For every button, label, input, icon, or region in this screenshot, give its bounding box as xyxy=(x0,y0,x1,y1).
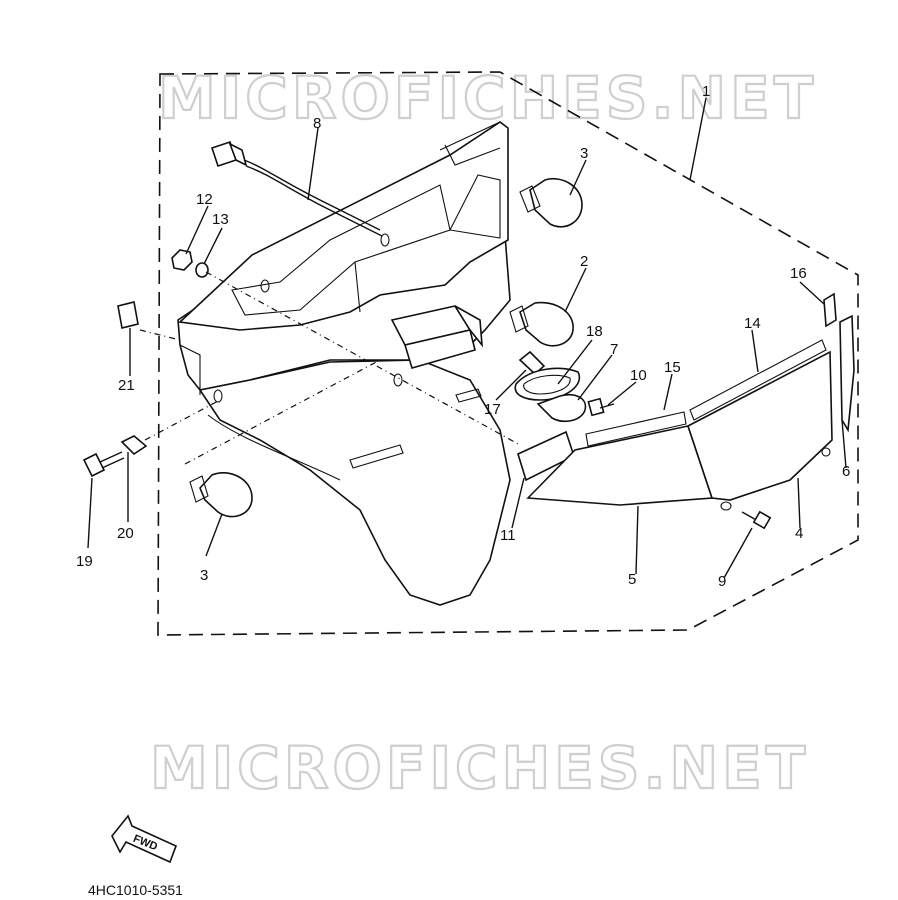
callout-16: 16 xyxy=(790,265,807,282)
nut xyxy=(171,249,193,271)
callout-5: 5 xyxy=(628,571,636,588)
callout-8: 8 xyxy=(313,115,321,132)
callout-21: 21 xyxy=(118,377,135,394)
control-unit xyxy=(390,305,484,369)
callout-10: 10 xyxy=(630,367,647,384)
callout-6: 6 xyxy=(842,463,850,480)
wire-harness-connector xyxy=(210,140,383,237)
diagram-code: 4HC1010-5351 xyxy=(88,882,183,898)
callout-9: 9 xyxy=(718,573,726,590)
upper-lens-frame xyxy=(178,121,509,331)
bulb-socket xyxy=(536,394,587,422)
callout-18: 18 xyxy=(586,323,603,340)
watermark-bottom: MICROFICHES.NET xyxy=(150,734,809,802)
screw-10 xyxy=(587,397,615,417)
washer xyxy=(195,262,209,278)
watermark-top: MICROFICHES.NET xyxy=(158,64,817,132)
leader-lines xyxy=(87,97,847,579)
callout-14: 14 xyxy=(744,315,761,332)
callout-7: 7 xyxy=(610,341,618,358)
screw-9 xyxy=(741,510,772,530)
assembly-boundary xyxy=(157,71,859,636)
callout-11: 11 xyxy=(500,527,516,544)
callout-13: 13 xyxy=(212,211,229,228)
callout-17: 17 xyxy=(484,401,501,418)
callout-2: 2 xyxy=(580,253,588,270)
lower-lens xyxy=(526,339,833,511)
callout-3-lower: 3 xyxy=(200,567,208,584)
forward-arrow-icon: FWD xyxy=(111,814,178,864)
small-bulb xyxy=(518,350,546,376)
side-lens xyxy=(839,314,855,433)
collar xyxy=(120,435,148,456)
callout-20: 20 xyxy=(117,525,134,542)
callout-3-upper: 3 xyxy=(580,145,588,162)
callout-4: 4 xyxy=(795,525,803,542)
bulb-middle xyxy=(509,301,574,347)
callout-12: 12 xyxy=(196,191,213,208)
bulb-upper xyxy=(519,178,583,228)
grommet xyxy=(117,301,139,329)
callout-15: 15 xyxy=(664,359,681,376)
lens-clip xyxy=(823,292,837,328)
callout-19: 19 xyxy=(76,553,93,570)
bolt xyxy=(82,451,125,478)
callout-1: 1 xyxy=(702,83,710,100)
bulb-lower xyxy=(189,472,253,518)
